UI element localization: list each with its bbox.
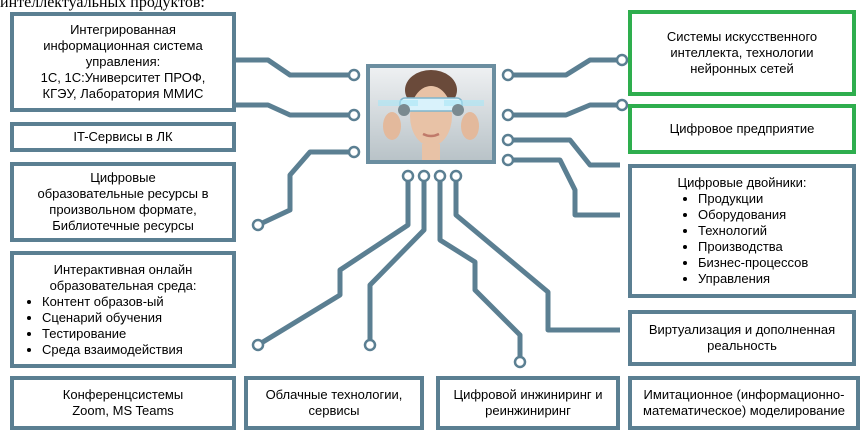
box-cloud-technologies: Облачные технологии, сервисы [244,376,424,430]
line: КГЭУ, Лаборатория ММИС [42,86,204,101]
node [449,169,463,183]
wire-right-1 [508,57,622,78]
node [615,53,629,67]
wire-left-2 [236,102,354,118]
line: Цифровые [90,170,156,185]
line: Имитационное (информационно- [643,387,845,402]
wire-left-1 [236,57,354,78]
line: Виртуализация и дополненная [648,322,836,337]
line: Цифровые двойники: [677,175,807,190]
line: Библиотечные ресурсы [52,218,194,233]
wire-bottom-3 [437,176,523,362]
wire-bottom-1 [256,176,411,348]
node [501,108,515,122]
line: управления: [85,54,161,69]
wire-left-3 [256,149,354,228]
node [615,98,629,112]
wire-right-2 [508,102,622,118]
line: реинжиниринг [485,403,571,418]
line: Zoom, MS Teams [72,403,174,418]
node [433,169,447,183]
box-interactive-environment: Интерактивная онлайн образовательная сре… [10,251,236,368]
wire-bottom-2 [367,176,427,345]
node [347,145,361,159]
box-integrated-system: Интегрированная информационная система у… [10,12,236,112]
list-item: Сценарий обучения [42,310,183,326]
node [501,133,515,147]
node [501,153,515,167]
wire-right-4 [508,157,620,218]
node [417,169,431,183]
line: 1С, 1С:Университет ПРОФ, [40,70,206,85]
list-item: Среда взаимодействия [42,342,183,358]
line: математическое) моделирование [643,403,845,418]
line: Интерактивная онлайн [53,261,193,277]
wire-right-3 [508,137,620,168]
box-it-services: IT-Сервисы в ЛК [10,122,236,152]
node [251,218,265,232]
line: Цифровое предприятие [669,121,815,136]
list-item: Бизнес-процессов [698,255,808,271]
list-item: Оборудования [698,207,808,223]
bullet-list: Продукции Оборудования Технологий Произв… [638,191,808,287]
bullet-list: Контент образов-ый Сценарий обучения Тес… [20,294,183,358]
node [363,338,377,352]
line: интеллекта, технологии [670,45,814,60]
line: произвольном формате, [49,202,197,217]
box-digital-enterprise: Цифровое предприятие [628,104,856,154]
vr-woman-image [366,64,496,164]
header-fragment: интеллектуальных продуктов: [0,0,205,11]
list-item: Тестирование [42,326,183,342]
line: образовательные ресурсы в [37,186,209,201]
node [513,355,527,369]
box-digital-twins: Цифровые двойники: Продукции Оборудовани… [628,164,856,298]
line: образовательная среда: [49,277,197,293]
box-virtualization: Виртуализация и дополненная реальность [628,310,856,366]
line: IT-Сервисы в ЛК [73,129,173,144]
line: сервисы [308,403,360,418]
line: Конференцсистемы [62,387,184,402]
node [251,338,265,352]
node [347,68,361,82]
list-item: Управления [698,271,808,287]
list-item: Технологий [698,223,808,239]
line: Цифровой инжиниринг и [453,387,603,402]
list-item: Производства [698,239,808,255]
node [401,169,415,183]
box-digital-engineering: Цифровой инжиниринг и реинжиниринг [436,376,620,430]
line: реальность [707,338,777,353]
list-item: Контент образов-ый [42,294,183,310]
box-ai-systems: Системы искусственного интеллекта, техно… [628,10,856,96]
wire-bottom-4 [453,176,620,333]
line: нейронных сетей [690,61,794,76]
line: Облачные технологии, [265,387,403,402]
node [501,68,515,82]
line: информационная система [43,38,203,53]
line: Интегрированная [70,22,176,37]
box-digital-resources: Цифровые образовательные ресурсы в произ… [10,162,236,242]
node [347,108,361,122]
box-conference-systems: Конференцсистемы Zoom, MS Teams [10,376,236,430]
list-item: Продукции [698,191,808,207]
box-simulation-modeling: Имитационное (информационно- математичес… [628,376,860,430]
line: Системы искусственного [666,29,818,44]
